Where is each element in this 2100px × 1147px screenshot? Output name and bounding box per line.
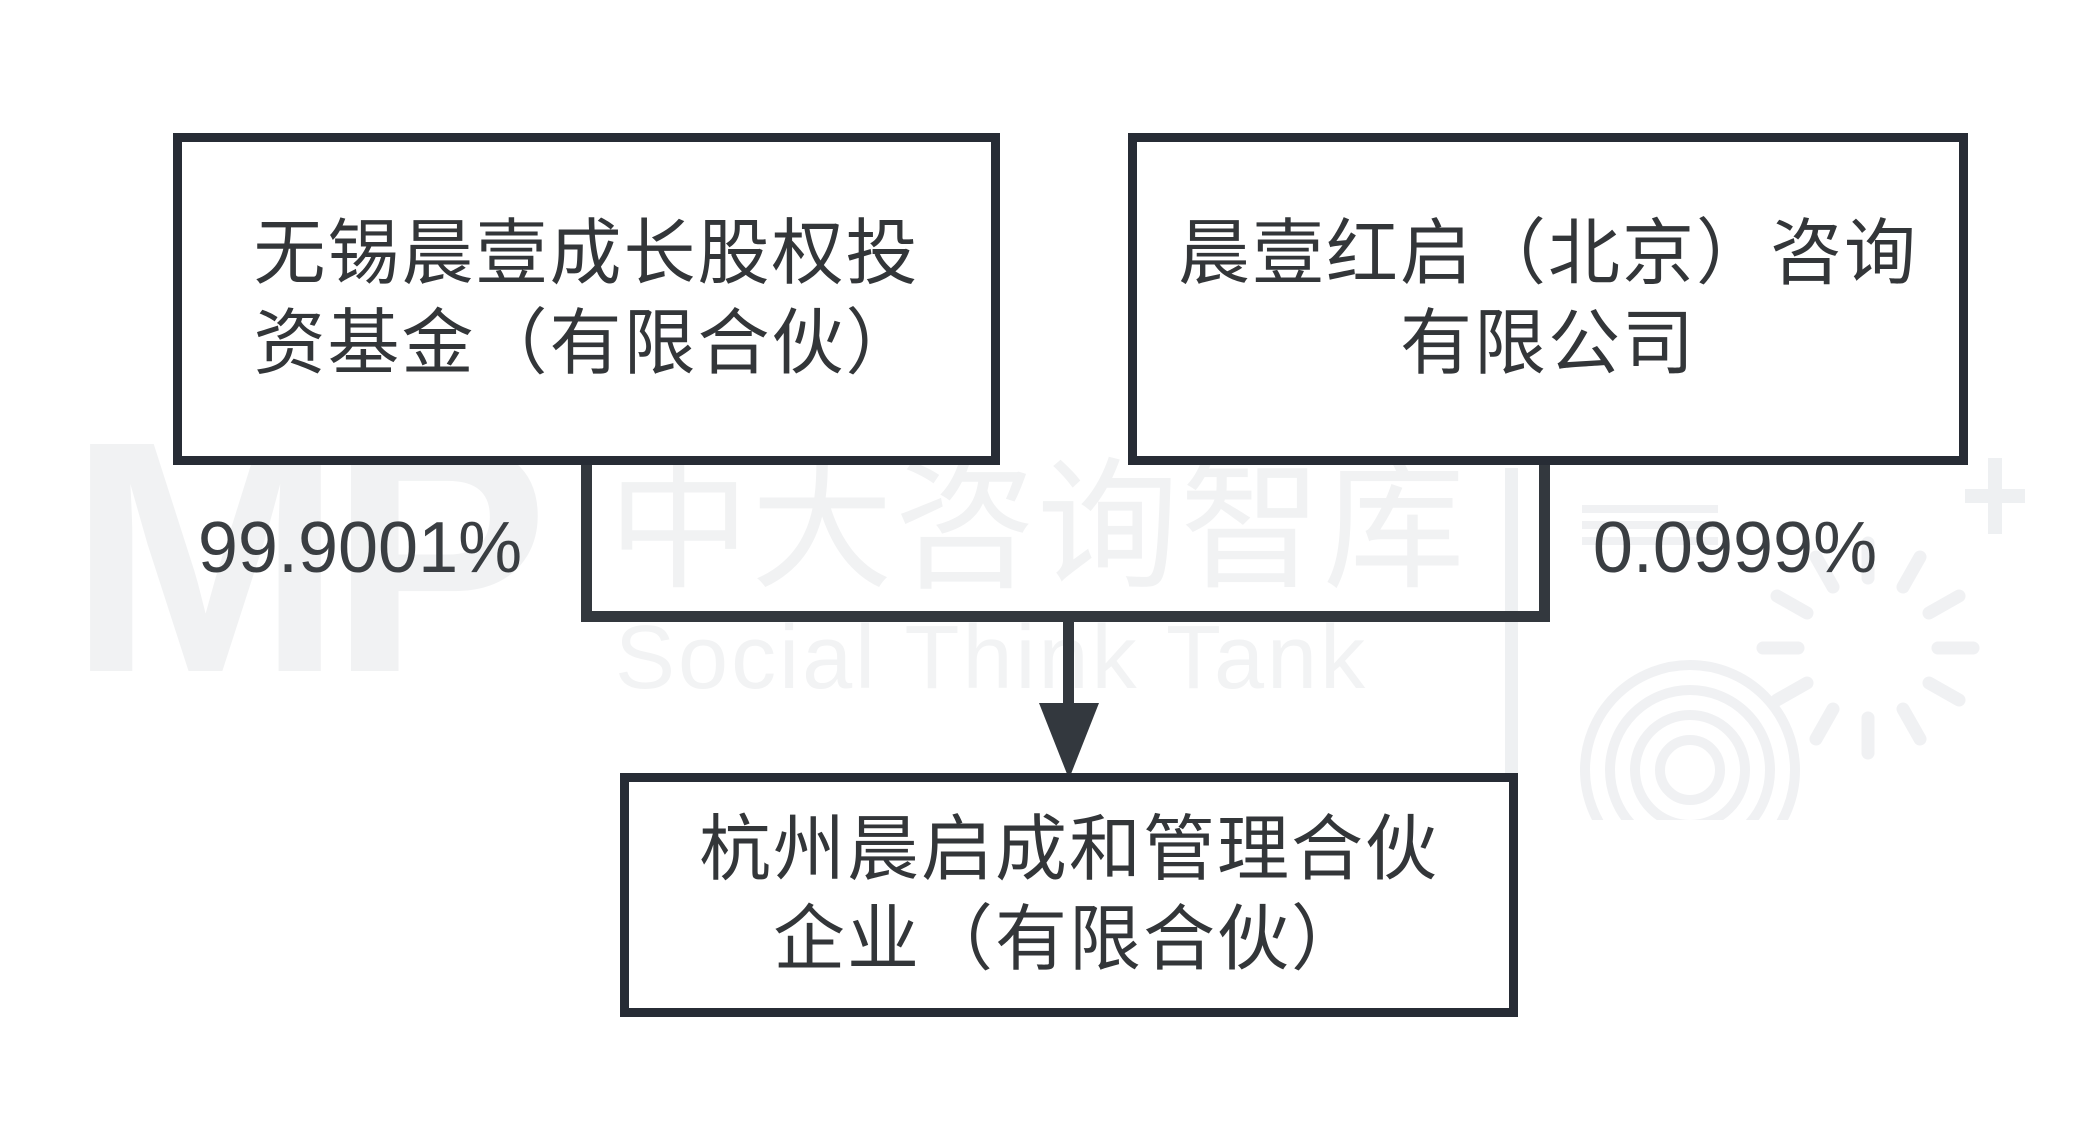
node-parent-left-line1: 无锡晨壹成长股权投 xyxy=(253,214,920,294)
watermark-thinktank-logo-icon xyxy=(1580,458,2025,820)
connector-right-vertical xyxy=(1539,460,1550,622)
node-child-line1: 杭州晨启成和管理合伙 xyxy=(698,810,1439,890)
node-parent-left: 无锡晨壹成长股权投 资基金（有限合伙） xyxy=(173,133,1000,465)
node-parent-left-line2: 资基金（有限合伙） xyxy=(253,304,920,384)
node-child: 杭州晨启成和管理合伙 企业（有限合伙） xyxy=(620,773,1518,1017)
logo-arcs xyxy=(1580,660,1800,820)
logo-stripes xyxy=(1582,505,1718,545)
arrow-down-icon xyxy=(1039,703,1099,779)
node-parent-right-line2: 有限公司 xyxy=(1399,304,1696,384)
ownership-label-right: 0.0999% xyxy=(1592,508,1878,588)
watermark-separator-bar xyxy=(1505,468,1518,803)
logo-plus-icon xyxy=(1965,458,2025,534)
watermark-brand-english: Social Think Tank xyxy=(615,608,1369,708)
ownership-label-left: 99.9001% xyxy=(197,508,523,588)
connector-middle-vertical xyxy=(1063,611,1074,707)
node-parent-right: 晨壹红启（北京）咨询 有限公司 xyxy=(1128,133,1968,465)
connector-left-vertical xyxy=(581,460,592,622)
node-child-line2: 企业（有限合伙） xyxy=(772,900,1365,980)
node-parent-right-line1: 晨壹红启（北京）咨询 xyxy=(1177,214,1918,294)
logo-starburst xyxy=(1756,536,1980,760)
watermark-brand-chinese: 中大咨询智库 xyxy=(608,448,1466,607)
